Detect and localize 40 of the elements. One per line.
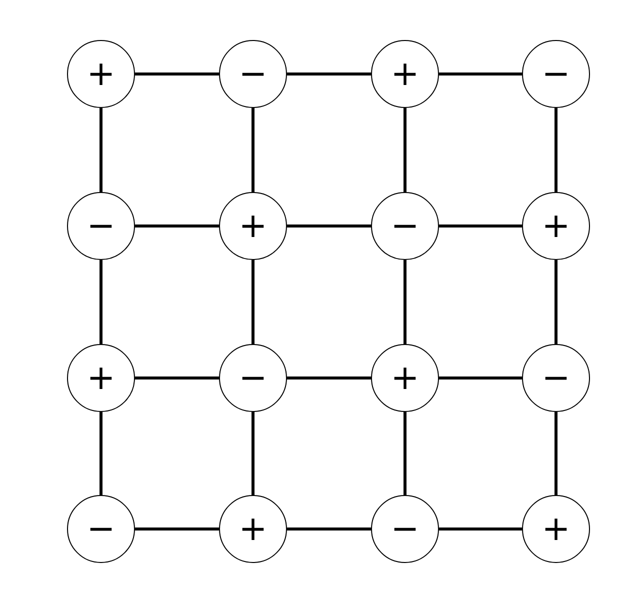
circle-node: −: [219, 40, 287, 108]
circle-node: −: [219, 344, 287, 412]
connector-line: [100, 412, 102, 495]
connector-line: [100, 260, 102, 344]
circle-node: −: [67, 495, 135, 563]
circle-node: +: [219, 495, 287, 563]
connector-line: [404, 260, 406, 344]
connector-line: [439, 528, 522, 530]
connector-line: [135, 224, 219, 228]
connector-line: [404, 108, 406, 192]
circle-node: −: [371, 192, 439, 260]
connector-line: [287, 376, 371, 380]
connector-line: [439, 224, 522, 228]
connector-line: [252, 412, 254, 495]
connector-line: [554, 412, 558, 495]
connector-line: [404, 412, 406, 495]
circle-node: −: [371, 495, 439, 563]
circle-node: +: [522, 192, 590, 260]
connector-line: [252, 108, 254, 192]
connector-line: [287, 72, 371, 76]
circle-node: +: [219, 192, 287, 260]
connector-line: [252, 260, 254, 344]
circle-node: +: [67, 40, 135, 108]
connector-line: [554, 108, 558, 192]
connector-line: [554, 260, 558, 344]
circle-node: +: [371, 40, 439, 108]
connector-line: [439, 72, 522, 76]
circle-node: +: [522, 495, 590, 563]
circle-node: −: [522, 40, 590, 108]
circle-node: −: [522, 344, 590, 412]
connector-line: [287, 224, 371, 228]
connector-line: [135, 376, 219, 380]
connector-line: [287, 528, 371, 530]
connector-line: [100, 108, 102, 192]
circle-node: +: [67, 344, 135, 412]
connector-line: [135, 72, 219, 76]
connector-line: [439, 376, 522, 380]
circle-node: +: [371, 344, 439, 412]
connector-line: [135, 528, 219, 530]
circle-node: −: [67, 192, 135, 260]
